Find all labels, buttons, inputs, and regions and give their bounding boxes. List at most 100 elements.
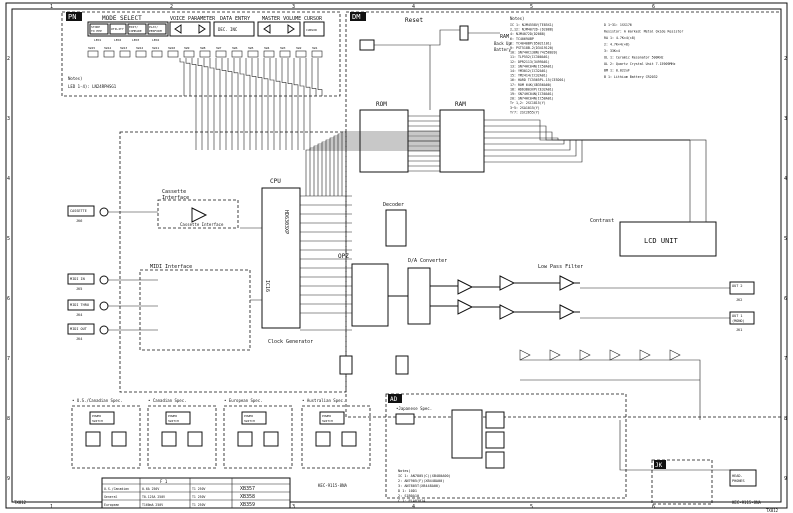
filter-opamp-icons bbox=[499, 275, 576, 320]
note-line: 12: DPR2113(3499A01) bbox=[510, 60, 550, 64]
switch-sw5: SW5 bbox=[247, 46, 259, 58]
note-line: 2: AN7905(F)(XB448A00) bbox=[398, 479, 444, 483]
pn-notes-line2: LED 1-4): LN24RPHSG1 bbox=[68, 84, 117, 89]
switch-sw2: SW2 bbox=[295, 46, 307, 58]
lcd-unit bbox=[619, 221, 717, 257]
note-line: 6: TC4069UBP bbox=[510, 37, 534, 41]
svg-text:• Canadian Spec.: • Canadian Spec. bbox=[148, 398, 187, 403]
jk-tag: JK bbox=[655, 462, 663, 469]
ic16-label: IC16 bbox=[264, 280, 270, 292]
svg-text:LED4: LED4 bbox=[152, 38, 159, 42]
note-line: BM 1: 0.022uF bbox=[604, 69, 630, 73]
pn-tag: PN bbox=[68, 13, 76, 21]
opz-label: OPZ bbox=[338, 253, 349, 260]
out-jack-label: OUT 2 bbox=[732, 284, 743, 288]
svg-text:Battery: Battery bbox=[494, 47, 511, 52]
left-arrow-icon bbox=[174, 24, 206, 34]
pn-panel: PN MODE SELECT VOICE PARAMETER DATA ENTR… bbox=[61, 11, 341, 150]
switch-sw6: SW6 bbox=[231, 46, 243, 58]
switch-label: SW11 bbox=[152, 46, 159, 50]
note-line: 10: SN74HC138N(74Z58020) bbox=[510, 51, 558, 55]
switch-sw7: SW7 bbox=[215, 46, 227, 58]
ad-tag: AD bbox=[390, 396, 398, 403]
svg-text:• European Spec.: • European Spec. bbox=[224, 398, 263, 403]
jack-1: MIDI IN JK5 bbox=[67, 273, 158, 291]
contrast-label: Contrast bbox=[590, 218, 614, 224]
ram-backup-label: RAM bbox=[500, 34, 509, 40]
jack-label: MIDI IN bbox=[70, 277, 85, 281]
switch-label: SW3 bbox=[280, 46, 286, 50]
svg-text:6: 6 bbox=[7, 296, 10, 302]
note-line: 3: AN7805T(XB448A00) bbox=[398, 484, 440, 488]
svg-text:2: 2 bbox=[7, 56, 10, 62]
out-jack-id: JK2 bbox=[736, 298, 742, 302]
switch-label: SW9 bbox=[184, 46, 190, 50]
utility-button bbox=[109, 23, 127, 35]
svg-text:6: 6 bbox=[652, 4, 655, 10]
switch-label: SW6 bbox=[232, 46, 238, 50]
cassette-interface-caption: Cassette Interface bbox=[180, 222, 224, 227]
note-line: Resistor: A marked: Metal Oxide Resistor bbox=[604, 30, 683, 34]
jack-id: JK5 bbox=[76, 287, 82, 291]
note-line: 17: ROM 64K(XB356A00) bbox=[510, 83, 552, 87]
headphones-label: HEAD- bbox=[732, 474, 743, 478]
note-line: C 1: PLA0301A bbox=[398, 499, 426, 503]
jack-id: JK6 bbox=[76, 219, 82, 223]
da-opamp-icons bbox=[457, 279, 474, 315]
right-arrow-icon bbox=[263, 24, 295, 34]
lcd-unit-label: LCD UNIT bbox=[644, 237, 679, 245]
svg-text:UTILITY: UTILITY bbox=[111, 27, 124, 31]
lcd-connector bbox=[689, 139, 707, 223]
switch-label: SW8 bbox=[200, 46, 206, 50]
decoder-chip bbox=[385, 209, 407, 247]
mode-select-label: MODE SELECT bbox=[102, 15, 142, 22]
note-line: 3~5: 2SA1015(Y) bbox=[510, 106, 540, 110]
svg-text:4: 4 bbox=[784, 176, 787, 182]
rom-label: ROM bbox=[376, 101, 387, 108]
switch-sw15: SW15 bbox=[87, 46, 99, 58]
switch-sw1: SW1 bbox=[311, 46, 323, 58]
svg-text:6: 6 bbox=[652, 504, 655, 510]
note-line: 18: HD63B03XP(CE32A01) bbox=[510, 87, 554, 91]
switch-sw8: SW8 bbox=[199, 46, 211, 58]
dm-notes-title: Notes) bbox=[510, 16, 524, 21]
svg-text:Interface: Interface bbox=[162, 195, 189, 201]
table-cell: T0.125A 250V bbox=[142, 495, 165, 499]
out-jack-label: OUT 1 bbox=[732, 314, 743, 318]
ram-chip bbox=[439, 109, 485, 173]
note-line: B 1: Lithium Battery CR2032 bbox=[604, 75, 658, 79]
svg-text:PERFORM: PERFORM bbox=[149, 29, 162, 33]
rectifier-d1 bbox=[485, 411, 505, 429]
note-line: 16: HARD TC5565PL-15(CE5D01) bbox=[510, 78, 566, 82]
switch-label: SW14 bbox=[104, 46, 111, 50]
svg-text:STORE: STORE bbox=[91, 25, 100, 29]
svg-text:9: 9 bbox=[784, 476, 787, 482]
clock-ic bbox=[339, 355, 353, 375]
midi-interface-label: MIDI Interface bbox=[150, 264, 192, 270]
switch-sw9: SW9 bbox=[183, 46, 195, 58]
pn-wiring bbox=[179, 58, 323, 150]
table-cell: T1 250V bbox=[192, 503, 206, 507]
svg-text:5: 5 bbox=[530, 4, 533, 10]
note-line: 20: SN74HC04N(IC50A01) bbox=[510, 97, 554, 101]
master-volume-label: MASTER VOLUME bbox=[262, 16, 301, 22]
note-line: 11: TLP552(IC300A01) bbox=[510, 55, 550, 59]
note-line: 19: SN74HC04N(IC50A01) bbox=[510, 92, 554, 96]
switch-label: SW7 bbox=[216, 46, 222, 50]
note-line: D 1: 10D1 bbox=[398, 489, 417, 493]
svg-text:LED2: LED2 bbox=[114, 38, 121, 42]
ad-notes: Notes)IC 1: AN7805(C)(XB480A00)2: AN7905… bbox=[398, 469, 451, 503]
dm-tag: DM bbox=[352, 13, 360, 21]
note-line: 4: NJM4072D(D2088) bbox=[510, 32, 546, 36]
ad-region: AD •Japanese Spec. Notes)IC 1: AN7805(C)… bbox=[71, 393, 627, 509]
jack-id: JK4 bbox=[76, 313, 82, 317]
table-cell: XB357 bbox=[240, 486, 255, 492]
switch-sw10: SW10 bbox=[167, 46, 179, 58]
cpu-chip bbox=[261, 187, 301, 329]
